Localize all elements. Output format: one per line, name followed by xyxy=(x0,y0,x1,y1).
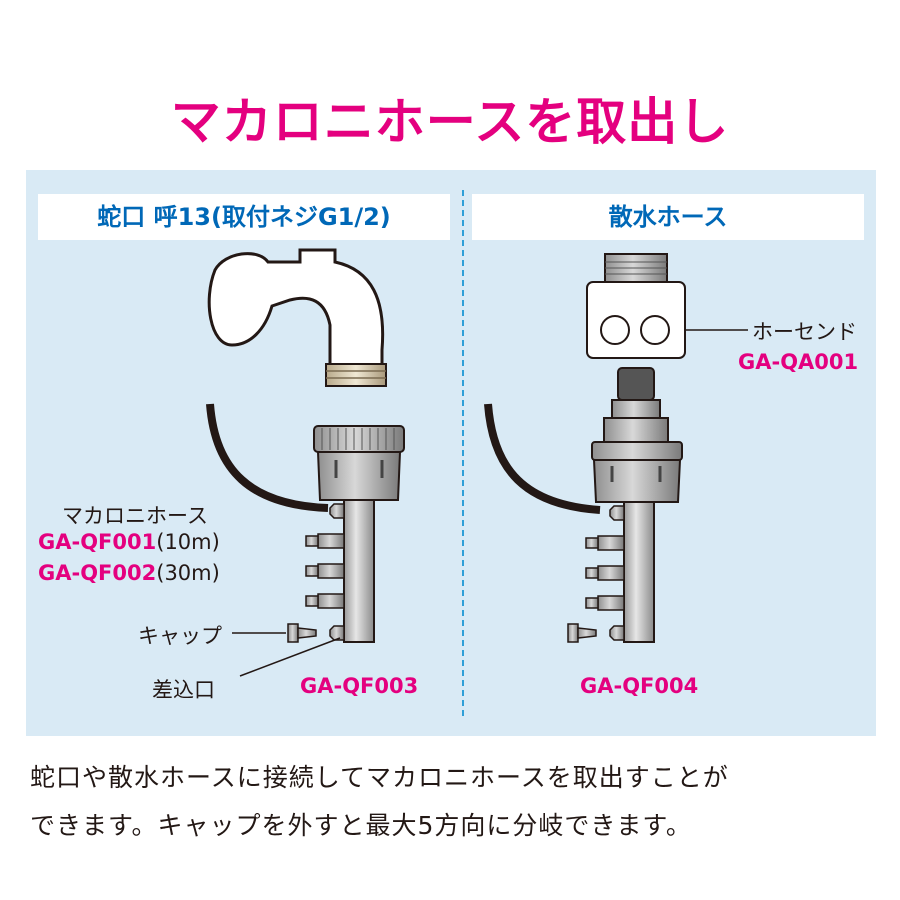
hose-code-2: GA-QF002 xyxy=(38,561,157,585)
hose-end-code: GA-QA001 xyxy=(738,350,859,374)
hose-end-icon xyxy=(586,253,686,359)
section-title-faucet: 蛇口 呼13(取付ネジG1/2) xyxy=(38,194,450,240)
faucet-icon xyxy=(207,248,387,387)
hose-code-30m: GA-QF002(30m) xyxy=(38,561,220,585)
macaroni-hose-left xyxy=(206,403,329,512)
hose-code-1: GA-QF001 xyxy=(38,530,157,554)
description-line-1: 蛇口や散水ホースに接続してマカロニホースを取出すことが xyxy=(30,763,729,792)
product-code-right: GA-QF004 xyxy=(580,674,699,698)
macaroni-hose-right xyxy=(484,403,601,514)
branch-connector-right xyxy=(567,367,683,643)
branch-connector-left xyxy=(287,425,405,643)
hose-end-label: ホーセンド xyxy=(752,320,857,344)
product-code-left: GA-QF003 xyxy=(300,674,419,698)
hose-length-1: (10m) xyxy=(156,530,220,554)
section-title-garden-hose: 散水ホース xyxy=(472,194,864,240)
page-title: マカロニホースを取出し xyxy=(170,93,730,151)
hose-length-2: (30m) xyxy=(156,561,220,585)
macaroni-hose-label: マカロニホース xyxy=(62,504,208,528)
section-divider xyxy=(462,190,464,716)
hose-code-10m: GA-QF001(10m) xyxy=(38,530,220,554)
description-line-2: できます。キャップを外すと最大5方向に分岐できます。 xyxy=(30,811,692,840)
cap-label: キャップ xyxy=(138,624,222,648)
diagram-panel xyxy=(26,170,876,736)
inlet-label: 差込口 xyxy=(152,678,215,702)
